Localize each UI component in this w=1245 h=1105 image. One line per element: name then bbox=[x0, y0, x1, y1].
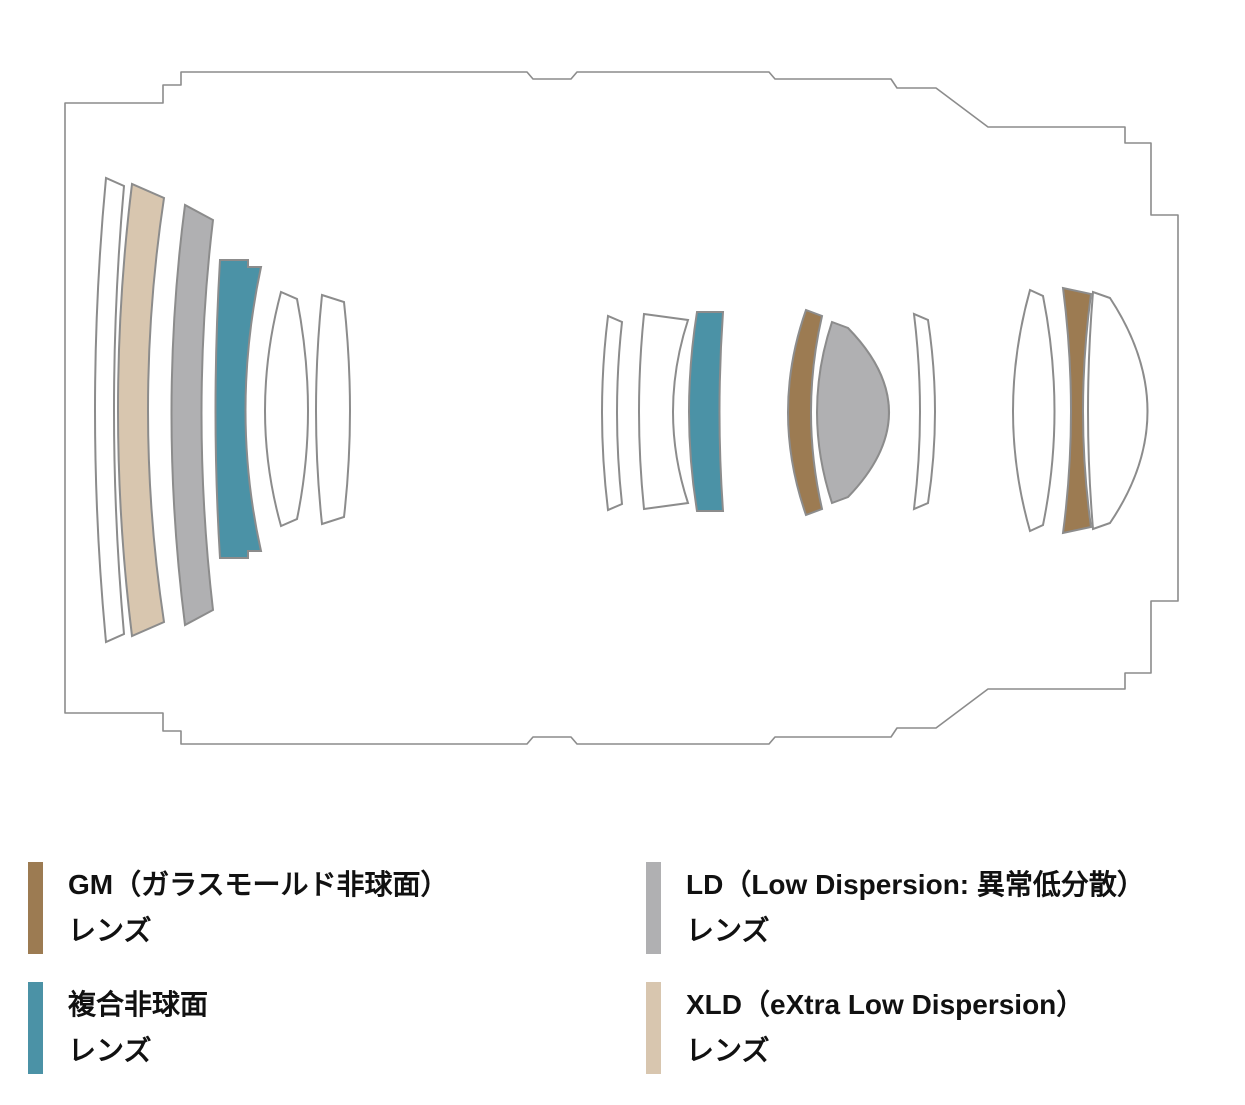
legend-text-ld: LD（Low Dispersion: 異常低分散） レンズ bbox=[686, 862, 1145, 954]
lens-barrel-outline bbox=[64, 71, 1179, 745]
gm-color-swatch bbox=[28, 862, 43, 954]
lens-element-ld-2 bbox=[816, 320, 890, 505]
legend-label-ld-line2: レンズ bbox=[686, 915, 770, 946]
lens-element-12 bbox=[912, 312, 936, 511]
lens-element-15 bbox=[1087, 290, 1149, 531]
lens-group-rear bbox=[1012, 286, 1149, 535]
legend-label-xld-line2: レンズ bbox=[686, 1035, 770, 1066]
xld-color-swatch bbox=[646, 982, 661, 1074]
lens-element-hybrid-aspherical-2 bbox=[688, 311, 725, 512]
lens-element-gm-2 bbox=[1061, 286, 1093, 535]
lens-element-xld bbox=[117, 182, 166, 638]
legend-item-xld: XLD（eXtra Low Dispersion） レンズ bbox=[646, 982, 1218, 1074]
lens-element-8 bbox=[638, 312, 690, 511]
lens-element-front-1 bbox=[94, 176, 126, 644]
lens-element-7 bbox=[601, 314, 624, 512]
lens-cross-section-diagram bbox=[64, 71, 1179, 745]
hybrid-aspherical-color-swatch bbox=[28, 982, 43, 1074]
legend-text-hybrid-aspherical: 複合非球面 レンズ bbox=[68, 982, 208, 1074]
legend-label-gm-line1: GM（ガラスモールド非球面） bbox=[68, 869, 449, 900]
legend-item-gm: GM（ガラスモールド非球面） レンズ bbox=[28, 862, 646, 954]
lens-element-6 bbox=[315, 293, 351, 526]
legend-label-ld-line1: LD（Low Dispersion: 異常低分散） bbox=[686, 869, 1145, 900]
legend-label-gm-line2: レンズ bbox=[68, 915, 152, 946]
lens-group-front bbox=[94, 176, 351, 644]
legend-text-gm: GM（ガラスモールド非球面） レンズ bbox=[68, 862, 449, 954]
lens-group-middle bbox=[601, 308, 936, 517]
legend-text-xld: XLD（eXtra Low Dispersion） レンズ bbox=[686, 982, 1084, 1074]
lens-element-gm-1 bbox=[787, 308, 824, 517]
legend-item-ld: LD（Low Dispersion: 異常低分散） レンズ bbox=[646, 862, 1218, 954]
legend-label-xld-line1: XLD（eXtra Low Dispersion） bbox=[686, 989, 1085, 1020]
legend-label-hybrid-line1: 複合非球面 bbox=[68, 989, 209, 1020]
ld-color-swatch bbox=[646, 862, 661, 954]
lens-element-ld-1 bbox=[170, 203, 215, 627]
lens-element-hybrid-aspherical-1 bbox=[214, 259, 263, 559]
lens-element-13 bbox=[1012, 288, 1056, 533]
legend-label-hybrid-line2: レンズ bbox=[68, 1035, 152, 1066]
lens-element-5 bbox=[264, 290, 309, 528]
legend-item-hybrid-aspherical: 複合非球面 レンズ bbox=[28, 982, 646, 1074]
legend: GM（ガラスモールド非球面） レンズ LD（Low Dispersion: 異常… bbox=[28, 862, 1218, 1074]
